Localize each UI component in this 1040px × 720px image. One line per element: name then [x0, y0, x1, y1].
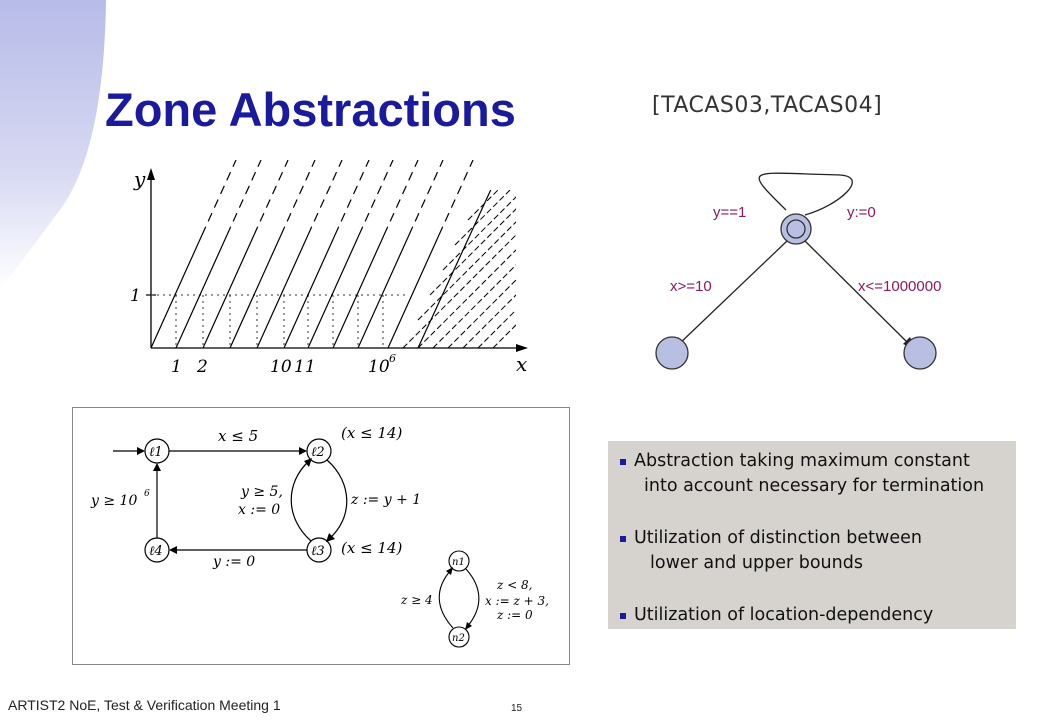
loc-l4-label: ℓ4: [149, 544, 163, 559]
zone-graph: 1 y x: [130, 160, 528, 377]
automaton: y==1 y:=0 x>=10 x<=1000000: [655, 172, 941, 370]
loc-n1-label: n1: [452, 557, 465, 568]
bullet-box: Abstraction taking maximum constant into…: [608, 441, 1016, 629]
bullet-1-line-2: into account necessary for termination: [644, 476, 985, 496]
x-tick-2: 2: [196, 357, 208, 377]
y-tick-1: 1: [130, 286, 141, 306]
citation: [TACAS03,TACAS04]: [652, 93, 883, 118]
loc-l3-label: ℓ3: [311, 544, 325, 559]
edge-l2-l3-reset: x := 0: [238, 502, 280, 518]
small-right-reset-x: x := z + 3,: [485, 594, 549, 608]
loc-n2: [448, 626, 470, 648]
edge-l4-l1-guard: y ≥ 10: [90, 493, 137, 509]
y-arrow: [147, 168, 155, 180]
page-number: 15: [511, 703, 523, 714]
small-left-guard: z ≥ 4: [400, 593, 433, 607]
edge-l4-l1-exp: 6: [144, 489, 150, 499]
x-tick-1e6: 10: [368, 357, 390, 377]
loc-l2-label: ℓ2: [311, 445, 325, 460]
inv-l3: (x ≤ 14): [341, 539, 403, 557]
bullet-2-line-1: Utilization of distinction between: [634, 528, 922, 548]
loc-l1-label: ℓ1: [149, 445, 163, 460]
bullet-3-line-1: Utilization of location-dependency: [634, 605, 934, 625]
edge-l3-l4-reset: y := 0: [212, 554, 255, 570]
x-tick-exponent: 6: [389, 352, 396, 365]
small-right-reset-z: z := 0: [496, 608, 533, 622]
label-top-left: y==1: [713, 204, 746, 221]
small-right-guard: z < 8,: [496, 578, 532, 592]
bullet-2-line-2: lower and upper bounds: [650, 553, 863, 573]
label-right: x<=1000000: [858, 278, 941, 295]
x-tick-10: 10: [270, 357, 292, 377]
x-tick-11: 11: [294, 357, 316, 377]
edge-l3-l2-reset: z := y + 1: [350, 492, 421, 508]
label-left: x>=10: [670, 278, 712, 295]
loc-n1: [448, 550, 470, 572]
self-loop-edge: [758, 172, 853, 216]
page-title: Zone Abstractions: [105, 83, 516, 136]
x-tick-1: 1: [171, 357, 182, 377]
y-axis-label: y: [133, 167, 146, 191]
bullet-2: Utilization of distinction between lower…: [620, 526, 1006, 576]
edge-l2-l3-guard: y ≥ 5,: [240, 484, 283, 500]
footer-text: ARTIST2 NoE, Test & Verification Meeting…: [8, 697, 281, 713]
x-arrow: [516, 344, 528, 352]
loc-n2-label: n2: [452, 633, 465, 644]
bullet-square-icon: [620, 536, 626, 542]
inv-l2: (x ≤ 14): [341, 424, 403, 442]
bullet-square-icon: [620, 613, 626, 619]
bullet-1-line-1: Abstraction taking maximum constant: [634, 451, 970, 471]
bullet-square-icon: [620, 459, 626, 465]
bullet-3: Utilization of location-dependency: [620, 603, 1006, 628]
label-top-right: y:=0: [847, 204, 876, 221]
edge-l1-l2-guard: x ≤ 5: [218, 427, 258, 445]
left-location: [655, 336, 689, 370]
decor-gradient: [0, 0, 106, 290]
x-axis-label: x: [516, 352, 527, 376]
timed-automaton-panel: ℓ1 ℓ2 ℓ3 ℓ4 x ≤ 5 (x ≤ 14) y ≥ 5, x := 0…: [72, 407, 570, 665]
timed-automaton: ℓ1 ℓ2 ℓ3 ℓ4 x ≤ 5 (x ≤ 14) y ≥ 5, x := 0…: [90, 424, 549, 648]
bullet-1: Abstraction taking maximum constant into…: [620, 449, 1006, 499]
right-location: [903, 336, 937, 370]
